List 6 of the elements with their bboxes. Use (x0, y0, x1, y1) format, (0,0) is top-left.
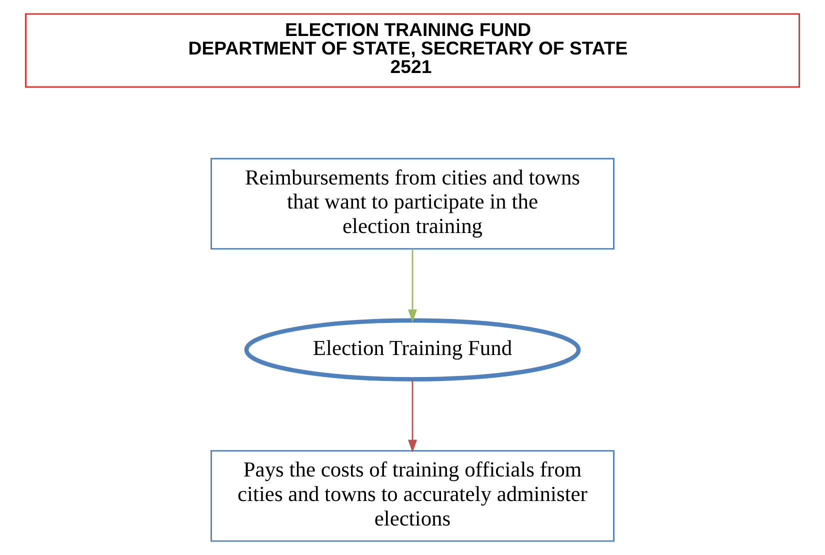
arrow (408, 248, 418, 322)
node-ellipse: Election Training Fund (244, 318, 581, 382)
arrow (408, 380, 418, 453)
node-box: Reimbursements from cities and towns that want to participate in the election training (210, 158, 614, 250)
node-box: ELECTION TRAINING FUND DEPARTMENT OF STATE, SECRETARY OF STATE 2521 (25, 13, 800, 88)
node-box: Pays the costs of training officials from cities and towns to accurately administer elections (210, 450, 614, 542)
